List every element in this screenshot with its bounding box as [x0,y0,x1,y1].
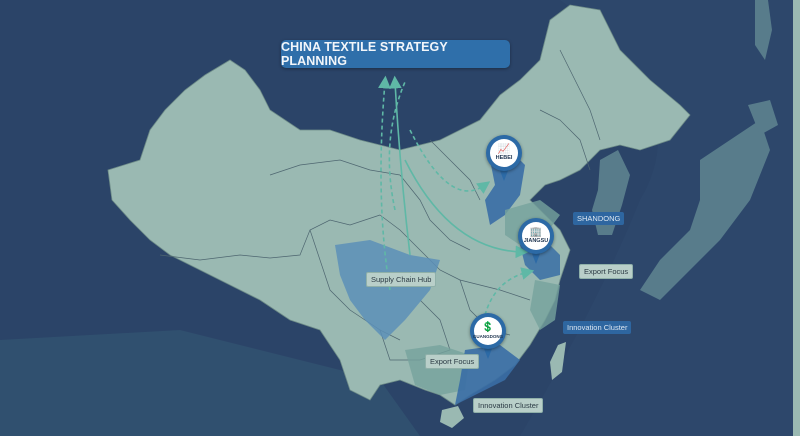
pin-label: GUANGDONG [472,333,504,339]
growth-chart-icon: 📈 [497,143,511,155]
pin-label: HEBEI [495,154,513,161]
label-shandong: SHANDONG [573,212,625,225]
sakhalin [755,0,772,60]
pin-jiangsu[interactable]: 🏢 JIANGSU [518,218,554,268]
hand-money-icon: 💲 [481,321,495,333]
label-innovation-cluster-east: Innovation Cluster [563,321,632,334]
buildings-icon: 🏢 [529,226,543,238]
hokkaido [748,100,778,135]
region-zhejiang [530,280,560,330]
label-supply-chain-hub: Supply Chain Hub [366,272,437,287]
region-sichuan [335,240,440,340]
southeast-asia [0,330,420,436]
flow-arrows [378,75,535,316]
pin-guangdong[interactable]: 💲 GUANGDONG [470,313,506,363]
pin-label: JIANGSU [523,237,549,244]
title-banner: CHINA TEXTILE STRATEGY PLANNING [281,40,510,68]
right-edge-strip [793,0,800,436]
pin-hebei[interactable]: 📈 HEBEI [486,135,522,185]
hainan [440,406,464,428]
label-innovation-cluster-south: Innovation Cluster [473,398,544,413]
label-export-focus-south: Export Focus [425,354,480,369]
taiwan [550,342,566,380]
label-export-focus-east: Export Focus [579,264,634,279]
japan [640,120,770,300]
